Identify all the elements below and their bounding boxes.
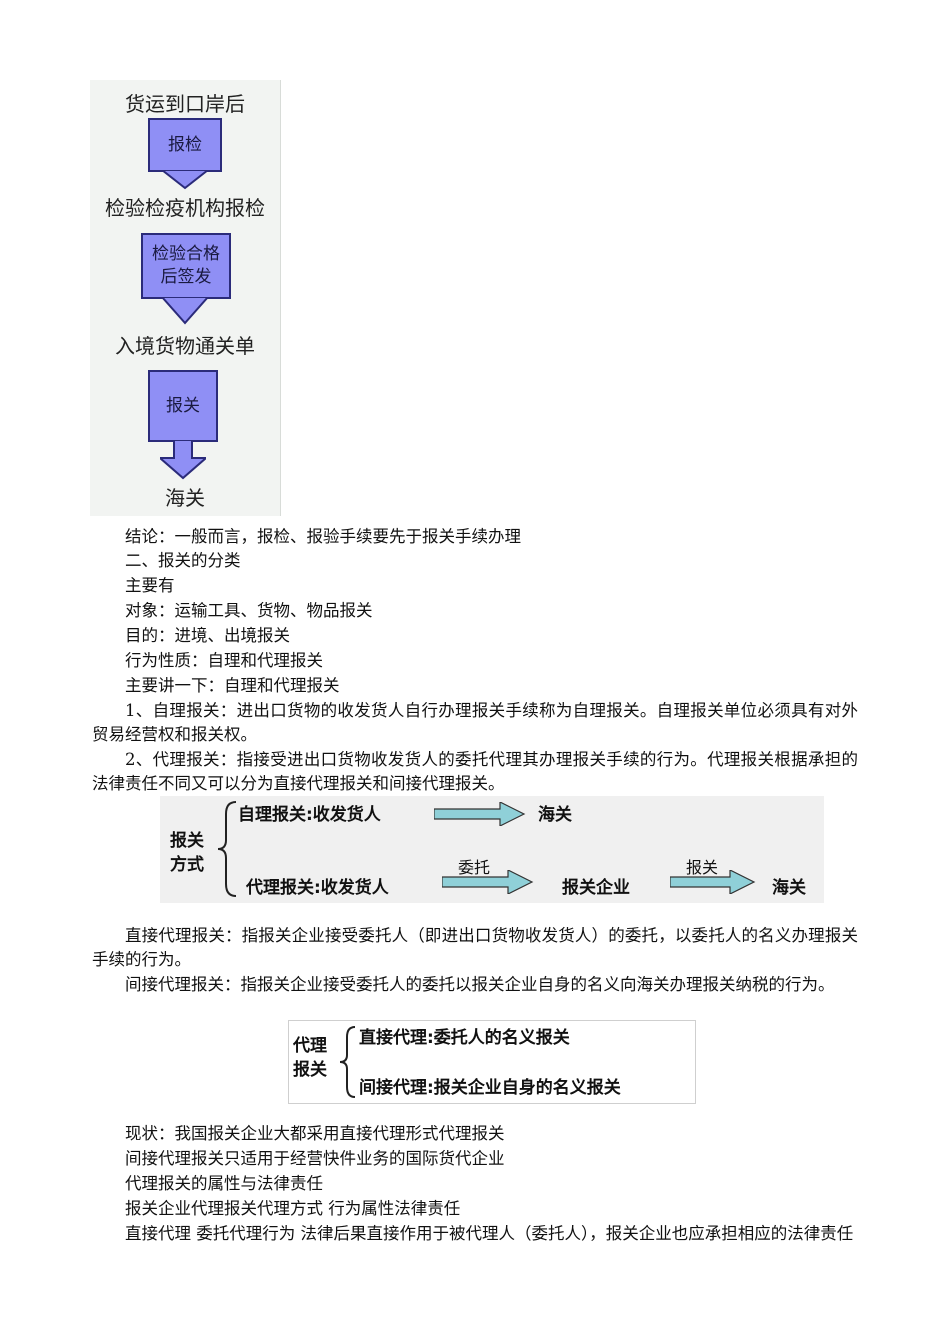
diagram2-left-label: 报关	[293, 1060, 327, 1080]
diagram2-left-label: 代理	[293, 1036, 327, 1056]
flow-box-inspection-label: 报检	[168, 134, 202, 155]
diagram-left-label: 报关	[170, 831, 204, 851]
diagram-left-label: 方式	[170, 855, 204, 875]
diagram2-indirect-row: 间接代理:报关企业自身的名义报关	[359, 1078, 621, 1098]
flow-step-clearance-form: 入境货物通关单	[115, 334, 255, 358]
diagram-arrow	[434, 802, 526, 826]
diagram-arrow	[442, 870, 534, 894]
flow-arrow-2	[162, 297, 208, 325]
text-line: 代理报关的属性与法律责任	[125, 1174, 323, 1193]
flow-box-declaration-label: 报关	[166, 395, 200, 416]
diagram-arrow	[670, 870, 756, 894]
paragraph-agent-declaration: 2、代理报关：指接受进出口货物收发货人的委托代理其办理报关手续的行为。代理报关根…	[92, 750, 858, 793]
text-line: 行为性质：自理和代理报关	[125, 651, 323, 670]
flow-box-certificate-label: 检验合格 后签发	[152, 244, 220, 287]
declaration-methods-diagram: 报关 方式 自理报关:收发货人 海关 委托 代理报关:收发货人 报关企业 报关 …	[160, 796, 824, 903]
flow-box-declaration: 报关	[148, 370, 218, 442]
flow-step-customs: 海关	[165, 486, 205, 510]
text-line: 现状：我国报关企业大都采用直接代理形式代理报关	[125, 1124, 505, 1143]
flow-arrow-1	[162, 170, 208, 190]
flow-step-agency: 检验检疫机构报检	[105, 196, 265, 220]
text-line: 主要有	[125, 576, 175, 595]
diagram2-brace	[339, 1026, 356, 1098]
diagram-entrust-label: 委托	[458, 858, 491, 877]
text-line: 目的：进境、出境报关	[125, 626, 290, 645]
text-line: 报关企业代理报关代理方式 行为属性法律责任	[125, 1199, 461, 1218]
diagram-broker: 报关企业	[562, 878, 630, 898]
agency-types-diagram: 代理 报关 直接代理:委托人的名义报关 间接代理:报关企业自身的名义报关	[288, 1020, 696, 1104]
diagram-customs-bottom: 海关	[772, 878, 806, 898]
diagram-brace	[217, 801, 237, 897]
paragraph-direct-agency: 直接代理报关：指报关企业接受委托人（即进出口货物收发货人）的委托，以委托人的名义…	[92, 926, 858, 969]
text-line: 主要讲一下：自理和代理报关	[125, 676, 340, 695]
conclusion-line: 结论：一般而言，报检、报验手续要先于报关手续办理	[125, 527, 521, 546]
flowchart: 货运到口岸后 报检 检验检疫机构报检 检验合格 后签发 入境货物通关单 报关 海…	[90, 80, 281, 516]
text-line: 间接代理报关只适用于经营快件业务的国际货代企业	[125, 1149, 505, 1168]
text-line: 对象：运输工具、货物、物品报关	[125, 601, 373, 620]
section-heading: 二、报关的分类	[125, 551, 241, 570]
diagram2-direct-row: 直接代理:委托人的名义报关	[359, 1028, 570, 1048]
diagram-customs-top: 海关	[538, 805, 572, 825]
diagram-agent-row: 代理报关:收发货人	[246, 878, 389, 898]
flow-step-arrival: 货运到口岸后	[125, 92, 245, 116]
diagram-self-row: 自理报关:收发货人	[238, 805, 381, 825]
flow-box-certificate: 检验合格 后签发	[141, 233, 231, 299]
diagram-declare-label: 报关	[686, 858, 719, 877]
paragraph-indirect-agency: 间接代理报关：指报关企业接受委托人的委托以报关企业自身的名义向海关办理报关纳税的…	[125, 975, 835, 994]
flow-box-inspection: 报检	[148, 118, 222, 172]
paragraph-self-declaration: 1、自理报关：进出口货物的收发货人自行办理报关手续称为自理报关。自理报关单位必须…	[92, 701, 858, 744]
paragraph-direct-liability: 直接代理 委托代理行为 法律后果直接作用于被代理人（委托人），报关企业也应承担相…	[125, 1224, 854, 1243]
flow-arrow-3	[160, 440, 206, 480]
